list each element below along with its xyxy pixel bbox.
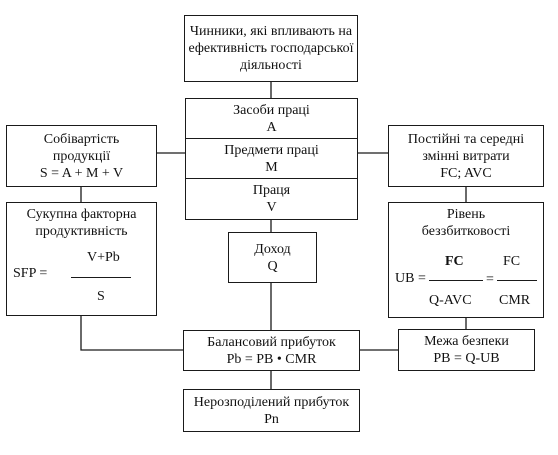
factors-line-2: ефективність господарської: [188, 41, 354, 56]
labor-title: Праця: [252, 183, 291, 198]
resources-box: Засоби праці A Предмети праці M Праця V: [185, 98, 358, 220]
retained-profit-title: Нерозподілений прибуток: [193, 394, 350, 410]
retained-profit-symbol: Pn: [264, 411, 279, 427]
sfp-numerator: V+Pb: [87, 250, 120, 265]
factors-line-3: діяльності: [240, 58, 302, 73]
safety-margin-box: Межа безпеки PB = Q-UB: [398, 329, 535, 371]
factors-line-1: Чинники, які впливають на: [189, 24, 353, 39]
labor-objects-title: Предмети праці: [224, 142, 319, 158]
balance-profit-box: Балансовий прибуток Pb = PB • CMR: [183, 330, 360, 371]
sfp-line-2: продуктивність: [35, 224, 128, 239]
income-title: Доход: [254, 241, 291, 257]
breakeven-line-1: Рівень: [446, 207, 486, 222]
cost-line-1: Собівартість: [43, 131, 120, 147]
fixed-costs-line-2: змінні витрати: [422, 148, 510, 164]
safety-margin-title: Межа безпеки: [424, 334, 509, 349]
cost-line-2: продукції: [52, 148, 111, 164]
labor-means-symbol: A: [266, 119, 277, 135]
labor-objects-section: Предмети праці M: [186, 139, 357, 179]
breakeven-eq: =: [486, 272, 494, 287]
breakeven-num2: FC: [503, 254, 521, 269]
labor-means-title: Засоби праці: [233, 102, 310, 118]
balance-profit-formula: Pb = PB • CMR: [226, 351, 317, 367]
connector-sfp-to-balance: [80, 316, 183, 351]
sfp-fraction-bar: [71, 277, 131, 278]
balance-profit-title: Балансовий прибуток: [207, 334, 336, 350]
retained-profit-box: Нерозподілений прибуток Pn: [183, 389, 360, 432]
breakeven-lhs: UB =: [395, 271, 426, 286]
labor-objects-symbol: M: [265, 159, 278, 175]
fixed-costs-formula: FC; AVC: [440, 165, 492, 181]
cost-formula: S = A + M + V: [39, 165, 124, 181]
breakeven-num1: FC: [445, 254, 464, 269]
cost-box: Собівартість продукції S = A + M + V: [6, 125, 157, 187]
safety-margin-formula: PB = Q-UB: [433, 351, 500, 366]
sfp-box: Сукупна факторна продуктивність V+Pb SFP…: [6, 202, 157, 316]
fixed-costs-box: Постійні та середні змінні витрати FC; A…: [388, 125, 544, 187]
labor-section: Праця V: [186, 179, 357, 219]
breakeven-box: Рівень беззбитковості FC FC UB = = Q-AVC…: [388, 202, 544, 318]
sfp-lhs: SFP =: [13, 266, 48, 281]
income-box: Доход Q: [228, 232, 317, 283]
breakeven-bar-1: [429, 280, 483, 281]
income-symbol: Q: [267, 258, 278, 274]
fixed-costs-line-1: Постійні та середні: [407, 131, 525, 147]
labor-means-section: Засоби праці A: [186, 99, 357, 139]
sfp-denominator: S: [97, 289, 105, 304]
breakeven-bar-2: [497, 280, 537, 281]
factors-box: Чинники, які впливають на ефективність г…: [184, 15, 358, 82]
breakeven-den2: CMR: [499, 293, 531, 308]
breakeven-line-2: беззбитковості: [421, 224, 511, 239]
breakeven-den1: Q-AVC: [429, 293, 472, 308]
sfp-line-1: Сукупна факторна: [26, 207, 137, 222]
labor-symbol: V: [266, 200, 277, 215]
